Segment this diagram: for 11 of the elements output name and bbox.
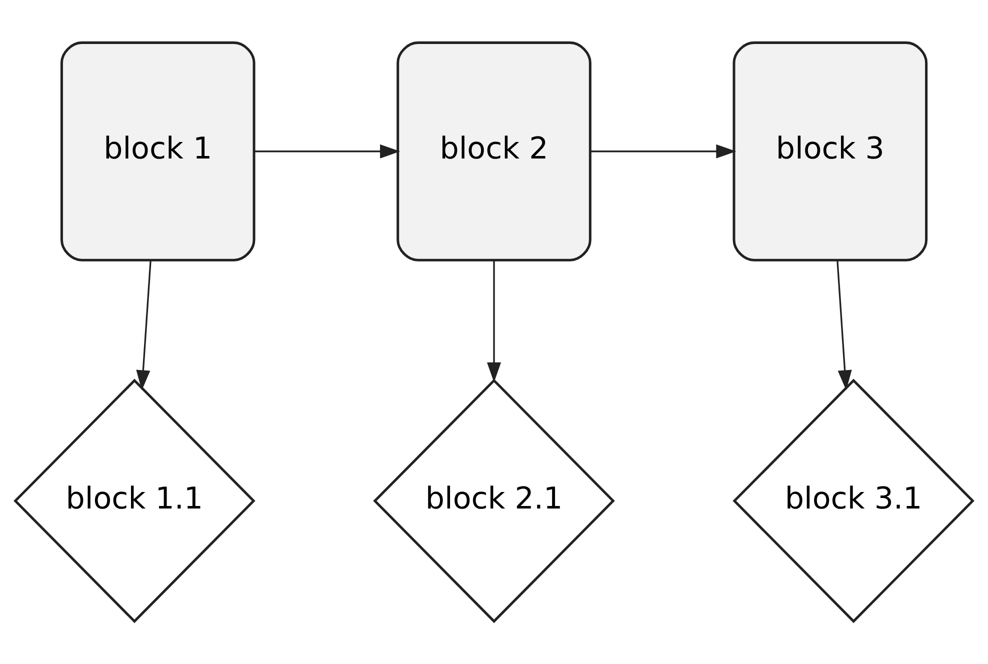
node-box: block 2 [396,41,592,262]
node-diamond: block 2.1 [373,378,615,624]
arrow [486,260,502,382]
arrow [590,144,736,158]
node-box: block 3 [732,41,928,262]
arrow [136,260,152,390]
node-diamond: block 3.1 [732,378,974,624]
node-box: block 1 [60,41,256,262]
arrow [254,144,400,158]
arrow [836,260,852,390]
node-diamond: block 1.1 [14,378,256,624]
